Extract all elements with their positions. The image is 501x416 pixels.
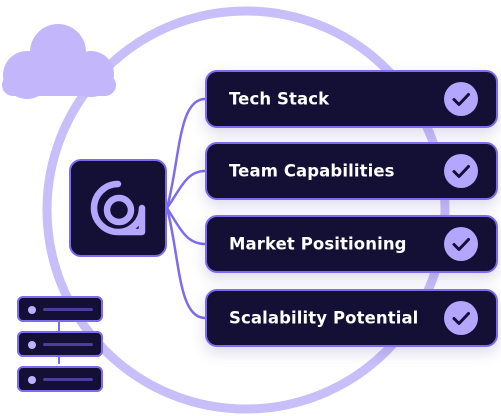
check-icon — [444, 154, 478, 188]
server-led — [28, 341, 36, 349]
item-card-tech-stack: Tech Stack — [205, 70, 498, 128]
decorative-ring — [42, 6, 450, 414]
server-led — [28, 306, 36, 314]
server-unit — [17, 331, 103, 357]
server-led — [28, 376, 36, 384]
server-unit — [17, 366, 103, 392]
cloud-icon — [2, 24, 116, 99]
item-label: Market Positioning — [229, 234, 407, 254]
item-card-team-capabilities: Team Capabilities — [205, 142, 498, 200]
check-icon — [444, 301, 478, 335]
item-label: Tech Stack — [229, 89, 330, 109]
connector-lines — [165, 97, 207, 320]
logo-icon — [90, 180, 146, 236]
item-card-scalability-potential: Scalability Potential — [205, 289, 498, 347]
check-icon — [444, 227, 478, 261]
server-bar — [43, 343, 93, 346]
server-unit — [17, 296, 103, 322]
server-bar — [43, 378, 93, 381]
item-card-market-positioning: Market Positioning — [205, 215, 498, 273]
item-label: Scalability Potential — [229, 308, 419, 328]
check-icon — [444, 82, 478, 116]
server-bar — [43, 308, 93, 311]
item-label: Team Capabilities — [229, 161, 395, 181]
hub-box — [69, 159, 167, 257]
